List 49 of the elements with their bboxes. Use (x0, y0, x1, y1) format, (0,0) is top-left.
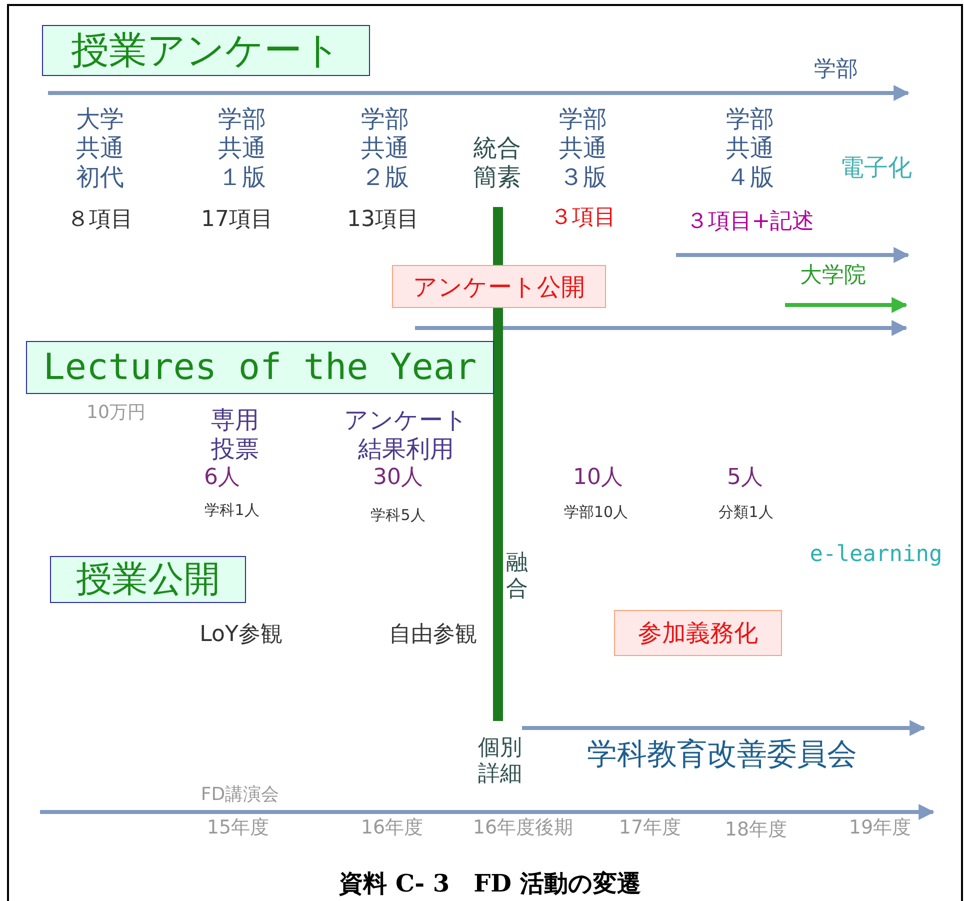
section-title-box (50, 556, 246, 603)
note-label: 電子化 (840, 154, 912, 182)
note-label: e-learning (810, 542, 942, 568)
count-label: 5人 (727, 464, 763, 492)
version-label: 学部共通４版 (725, 104, 775, 192)
caption: 資料 C- 3 FD 活動の変遷 (339, 870, 641, 898)
year-label: 16年度 (360, 816, 424, 840)
prize-label: 10万円 (86, 402, 146, 424)
section-title-box (42, 25, 370, 76)
count-label: 10人 (573, 464, 623, 492)
year-label: 15年度 (206, 816, 270, 840)
count-label: 6人 (204, 464, 240, 492)
year-label: 16年度後期 (472, 816, 574, 840)
version-label: 統合簡素 (472, 134, 522, 192)
category-label: 学部 (814, 56, 858, 84)
detail-label: 学科1人 (204, 501, 260, 519)
version-label: 大学共通初代 (75, 104, 125, 192)
detail-label: 分類1人 (718, 503, 774, 521)
detail-label: 学部10人 (564, 503, 628, 521)
section-title: 参加義務化 (638, 618, 758, 649)
year-label: 19年度 (848, 816, 912, 840)
section-title-box (392, 265, 606, 308)
method-label: 専用投票 (210, 406, 260, 464)
section-title-box (614, 610, 782, 656)
year-label: 18年度 (724, 818, 788, 842)
item-count: ３項目 (550, 204, 616, 232)
category-label: 大学院 (800, 262, 866, 290)
section-title: 授業公開 (76, 558, 220, 602)
activity-label: 自由参観 (389, 622, 477, 648)
version-label: 学部共通１版 (217, 104, 267, 192)
activity-label: LoY参観 (200, 622, 282, 648)
section-title-box (26, 341, 494, 394)
count-label: 30人 (373, 464, 423, 492)
committee-label: 学科教育改善委員会 (587, 737, 857, 773)
version-label: 学部共通２版 (360, 104, 410, 192)
event-label: FD講演会 (200, 784, 280, 806)
item-count: 17項目 (201, 206, 273, 234)
item-count: ３項目+記述 (686, 208, 814, 236)
section-title: アンケート公開 (413, 272, 585, 302)
item-count: 13項目 (347, 206, 419, 234)
note-label: 個別詳細 (477, 736, 523, 788)
note-label: 融合 (505, 550, 529, 604)
method-label: アンケート結果利用 (343, 406, 469, 464)
section-title: Lectures of the Year (43, 347, 477, 388)
detail-label: 学科5人 (370, 506, 426, 524)
version-label: 学部共通３版 (558, 104, 608, 192)
year-label: 17年度 (618, 816, 682, 840)
item-count: ８項目 (67, 206, 133, 234)
section-title: 授業アンケート (71, 27, 341, 74)
